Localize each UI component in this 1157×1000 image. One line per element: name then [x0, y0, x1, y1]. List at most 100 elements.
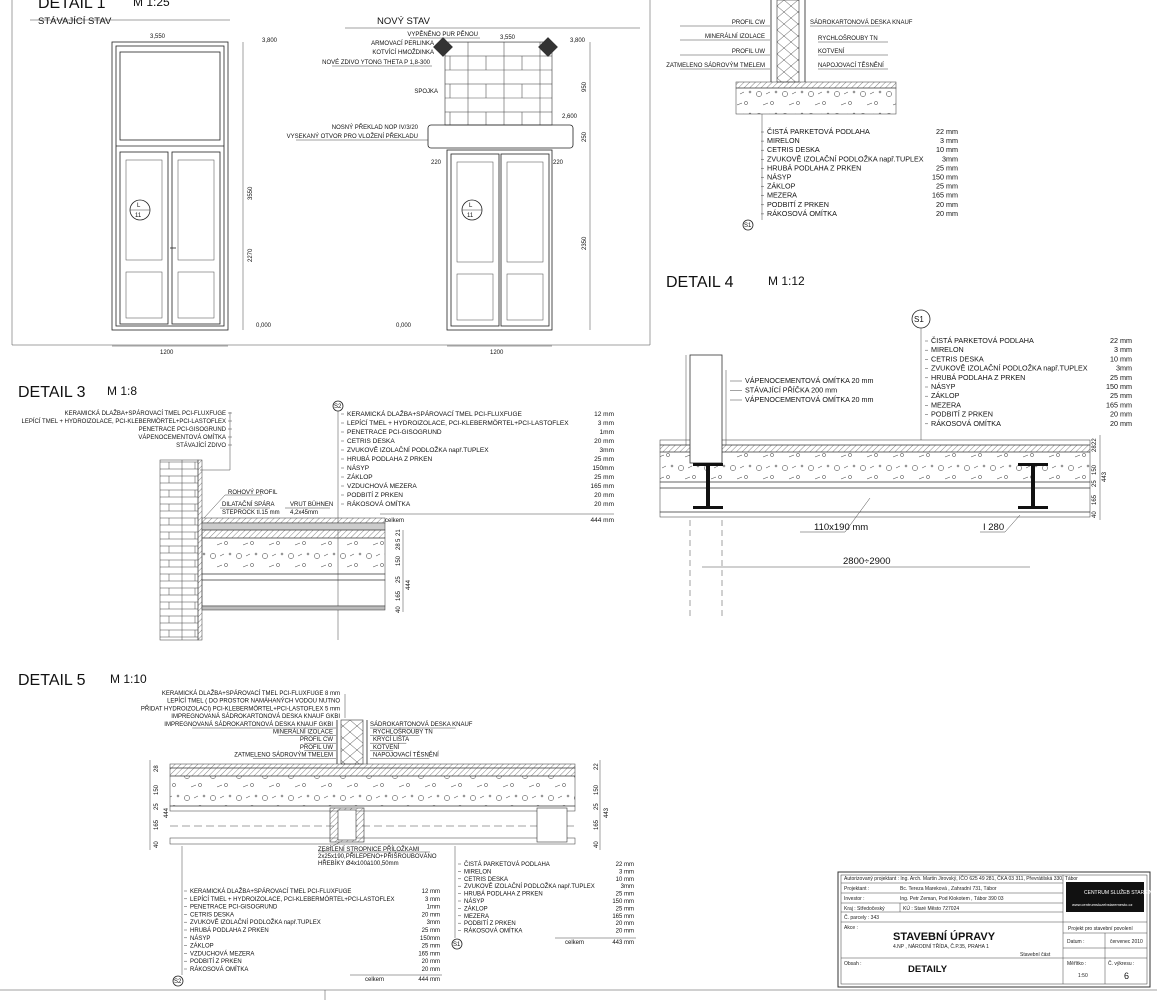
annotation-label: IMPREGNOVANÁ SÁDROKARTONOVÁ DESKA KNAUF …	[171, 713, 340, 720]
new-top-level: 3,550	[500, 35, 516, 41]
detail-4: DETAIL 4 M 1:12 S1 ČISTÁ PARKETOVÁ PODLA…	[659, 274, 1132, 620]
annotation-label: PROFIL UW	[732, 49, 765, 55]
annotation-label: MINERÁLNÍ IZOLACE	[705, 33, 765, 40]
annotation-label: PROFIL CW	[732, 20, 765, 26]
layer-name: PODBITÍ Z PRKEN	[190, 958, 242, 965]
dimension-value: 40	[1092, 511, 1098, 518]
existing-state-label: STÁVAJÍCÍ STAV	[38, 16, 112, 27]
layer-name: HRUBÁ PODLAHA Z PRKEN	[190, 927, 269, 934]
detail-4-scale: M 1:12	[768, 274, 805, 288]
investor-label: Investor :	[844, 896, 865, 902]
layer-thickness: 1mm	[600, 429, 614, 436]
layer-name: RÁKOSOVÁ OMÍTKA	[464, 928, 522, 935]
expansion-joint-spec: STEPROCK tl.15 mm	[222, 510, 280, 516]
existing-top-level: 3,550	[150, 34, 166, 40]
layer-name: MEZERA	[931, 400, 961, 409]
total-thickness: 443 mm	[612, 940, 634, 946]
layer-name: PODBITÍ Z PRKEN	[464, 920, 516, 927]
door-number: 11	[135, 213, 142, 219]
layer-thickness: 20 mm	[422, 912, 440, 918]
dimension-value: 25	[1092, 480, 1098, 487]
bearing-right-dim: 220	[553, 160, 564, 166]
layer-thickness: 20 mm	[616, 921, 634, 927]
layer-name: ZÁKLOP	[464, 905, 488, 912]
layer-name: CETRIS DESKA	[347, 438, 395, 445]
annotation-label: KOTVÍCÍ HMOŽDINKA	[372, 48, 434, 56]
layer-name: ČISTÁ PARKETOVÁ PODLAHA	[767, 127, 870, 136]
action-label: Akce :	[844, 925, 858, 931]
dimension-value: 21	[396, 529, 402, 536]
company-logo	[1066, 882, 1144, 912]
dimension-value: 28	[154, 765, 160, 772]
layer-thickness: 150 mm	[932, 173, 958, 182]
layer-name: HRUBÁ PODLAHA Z PRKEN	[767, 163, 861, 172]
layer-name: RÁKOSOVÁ OMÍTKA	[347, 499, 411, 508]
dimension-value: 40	[154, 841, 160, 848]
screw-spec: 4,2x45mm	[290, 510, 318, 516]
dimension-value: 165	[154, 819, 160, 830]
annotation-label: NAPOJOVACÍ TĚSNĚNÍ	[818, 61, 884, 69]
content: DETAILY	[908, 964, 948, 975]
layer-name: ZÁKLOP	[767, 182, 796, 191]
annotation-label: NOSNÝ PŘEKLAD NOP IV/3/20	[332, 123, 419, 131]
layer-thickness: 10 mm	[936, 145, 958, 154]
layer-name: VZDUCHOVÁ MEZERA	[347, 481, 417, 490]
layer-name: ZVUKOVĚ IZOLAČNÍ PODLOŽKA např.TUPLEX	[767, 154, 924, 163]
door-mark: L	[137, 203, 141, 209]
wall-layer-labels: KERAMICKÁ DLAŽBA+SPÁROVACÍ TMEL PCI-FLUX…	[21, 409, 232, 449]
detail-1-scale: M 1:25	[133, 0, 170, 9]
scale: 1:50	[1078, 973, 1088, 979]
layer-thickness: 25 mm	[422, 944, 440, 950]
layer-name: HRUBÁ PODLAHA Z PRKEN	[347, 454, 433, 463]
existing-height-dim: 3550	[248, 186, 254, 200]
layer-name: ZVUKOVĚ IZOLAČNÍ PODLOŽKA např.TUPLEX	[931, 364, 1088, 373]
layer-thickness: 25 mm	[594, 456, 614, 463]
layer-thickness: 20 mm	[422, 959, 440, 965]
corner-profile-label: ROHOVÝ PROFIL	[228, 489, 278, 496]
title-block: CENTRUM SLUŽEB STARÉ MĚSTO www.centrumsl…	[837, 871, 1157, 988]
layer-thickness: 3 mm	[619, 869, 634, 875]
existing-level-a: 3,800	[262, 38, 278, 44]
layer-name: MEZERA	[464, 914, 489, 920]
new-width-dim: 1200	[490, 350, 504, 356]
layer-thickness: 3mm	[600, 447, 614, 454]
dimension-value: 165	[396, 590, 402, 601]
layer-thickness: 25 mm	[616, 892, 634, 898]
dimension-value: 150	[154, 784, 160, 795]
layer-thickness: 22 mm	[1110, 336, 1132, 345]
lintel-level: 2,600	[562, 114, 578, 120]
annotation-label: IMPREGNOVANÁ SÁDROKARTONOVÁ DESKA KNAUF …	[164, 721, 333, 728]
wall-layer-label: VÁPENOCEMENTOVÁ OMÍTKA 20 mm	[745, 395, 873, 404]
layer-name: ČISTÁ PARKETOVÁ PODLAHA	[931, 336, 1034, 345]
section-mark-s1-label: S1	[914, 315, 924, 324]
masonry-height-dim: 950	[582, 81, 588, 92]
content-label: Obsah :	[844, 961, 862, 967]
annotation-label: MINERÁLNÍ IZOLACE	[273, 729, 333, 736]
layer-thickness: 22 mm	[616, 862, 634, 868]
annotation-label: PENETRACE PCI-GISOGRUND	[139, 427, 227, 433]
dimension-value: 5	[396, 538, 402, 542]
layer-thickness: 3mm	[621, 884, 634, 890]
total-thickness: 444 mm	[418, 977, 440, 983]
layer-thickness: 150 mm	[612, 899, 634, 905]
project-stage: Projekt pro stavební povolení	[1068, 926, 1133, 932]
layer-thickness: 3mm	[427, 920, 440, 926]
annotation-label: PROFIL UW	[300, 745, 333, 751]
existing-floor-level: 0,000	[256, 323, 272, 329]
layer-name: RÁKOSOVÁ OMÍTKA	[767, 209, 837, 218]
layer-thickness: 3 mm	[940, 136, 958, 145]
layer-thickness: 150mm	[592, 465, 614, 472]
layer-name: ČISTÁ PARKETOVÁ PODLAHA	[464, 861, 550, 868]
span-dim: 2800÷2900	[843, 556, 890, 567]
annotation-label: PROFIL CW	[300, 737, 333, 743]
layer-thickness: 20 mm	[594, 438, 614, 445]
layer-name: CETRIS DESKA	[767, 145, 820, 154]
layer-thickness: 25 mm	[936, 163, 958, 172]
floor-layers-s2: KERAMICKÁ DLAŽBA+SPÁROVACÍ TMEL PCI-FLUX…	[184, 887, 442, 983]
layer-name: RÁKOSOVÁ OMÍTKA	[931, 419, 1001, 428]
parcel: Č. parcely : 343	[844, 914, 879, 921]
